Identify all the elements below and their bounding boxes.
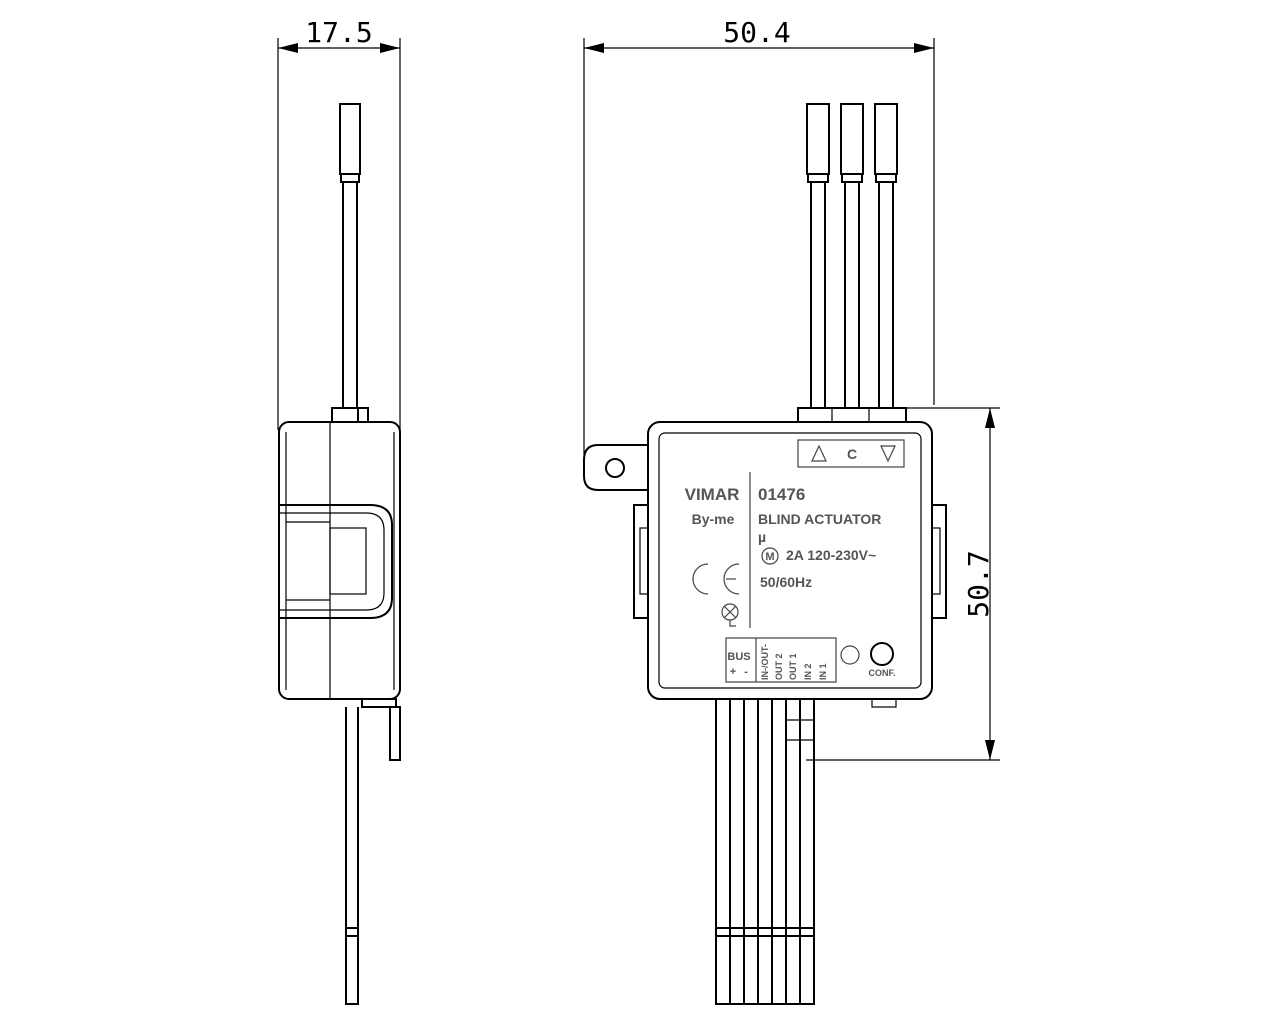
front-top-wires xyxy=(797,103,907,423)
bus-plus: + xyxy=(730,666,736,678)
front-width-dimension: 50.4 xyxy=(583,16,935,455)
ce-mark-icon xyxy=(692,563,740,595)
conf-label: CONF. xyxy=(869,668,896,678)
down-triangle-icon xyxy=(880,445,896,463)
terminal-out-2: OUT 2 xyxy=(774,653,784,680)
side-bottom-wire xyxy=(345,707,359,1005)
actuator-body xyxy=(633,421,947,708)
front-height-dimension: 50.7 xyxy=(806,407,1000,761)
indicator-controls: CONF. xyxy=(840,642,896,678)
terminal-out-1: OUT 1 xyxy=(788,653,798,680)
up-triangle-icon xyxy=(811,444,827,462)
side-top-wire xyxy=(339,103,361,408)
common-symbol: C xyxy=(847,446,857,462)
product-code: 01476 xyxy=(758,485,805,504)
side-view: 17.5 xyxy=(277,16,401,1005)
rating-text: 2A 120-230V~ xyxy=(786,547,876,563)
conf-button xyxy=(870,642,894,666)
status-led xyxy=(840,645,860,665)
side-width-value: 17.5 xyxy=(305,16,372,49)
front-width-value: 50.4 xyxy=(723,16,790,49)
device-labels: VIMAR By-me 01476 BLIND ACTUATOR µ M 2A … xyxy=(685,485,881,627)
front-bottom-wires xyxy=(715,699,815,1005)
top-symbols-box: C xyxy=(797,439,905,468)
terminal-in-2: IN 2 xyxy=(803,663,813,680)
frequency-text: 50/60Hz xyxy=(760,574,812,590)
side-body xyxy=(278,407,401,761)
terminal-in-1: IN 1 xyxy=(818,663,828,680)
bus-minus: - xyxy=(744,666,748,678)
approval-mark-icon xyxy=(721,603,739,627)
motor-symbol: M xyxy=(765,551,774,563)
product-name: BLIND ACTUATOR xyxy=(758,511,881,527)
series-name: By-me xyxy=(692,511,735,527)
bus-label: BUS xyxy=(727,651,750,663)
terminal-in-out-minus: IN-/OUT- xyxy=(760,644,770,680)
motor-icon: M xyxy=(761,547,779,565)
front-view: 50.4 50.7 xyxy=(583,16,1000,1005)
mu-symbol: µ xyxy=(758,529,766,545)
terminal-block: BUS + - IN-/OUT- OUT 2 OUT 1 IN 2 IN 1 xyxy=(725,637,837,683)
mounting-ear xyxy=(583,444,648,491)
side-width-dimension: 17.5 xyxy=(277,16,401,430)
brand-logo: VIMAR xyxy=(685,485,740,504)
front-height-value: 50.7 xyxy=(962,550,995,617)
